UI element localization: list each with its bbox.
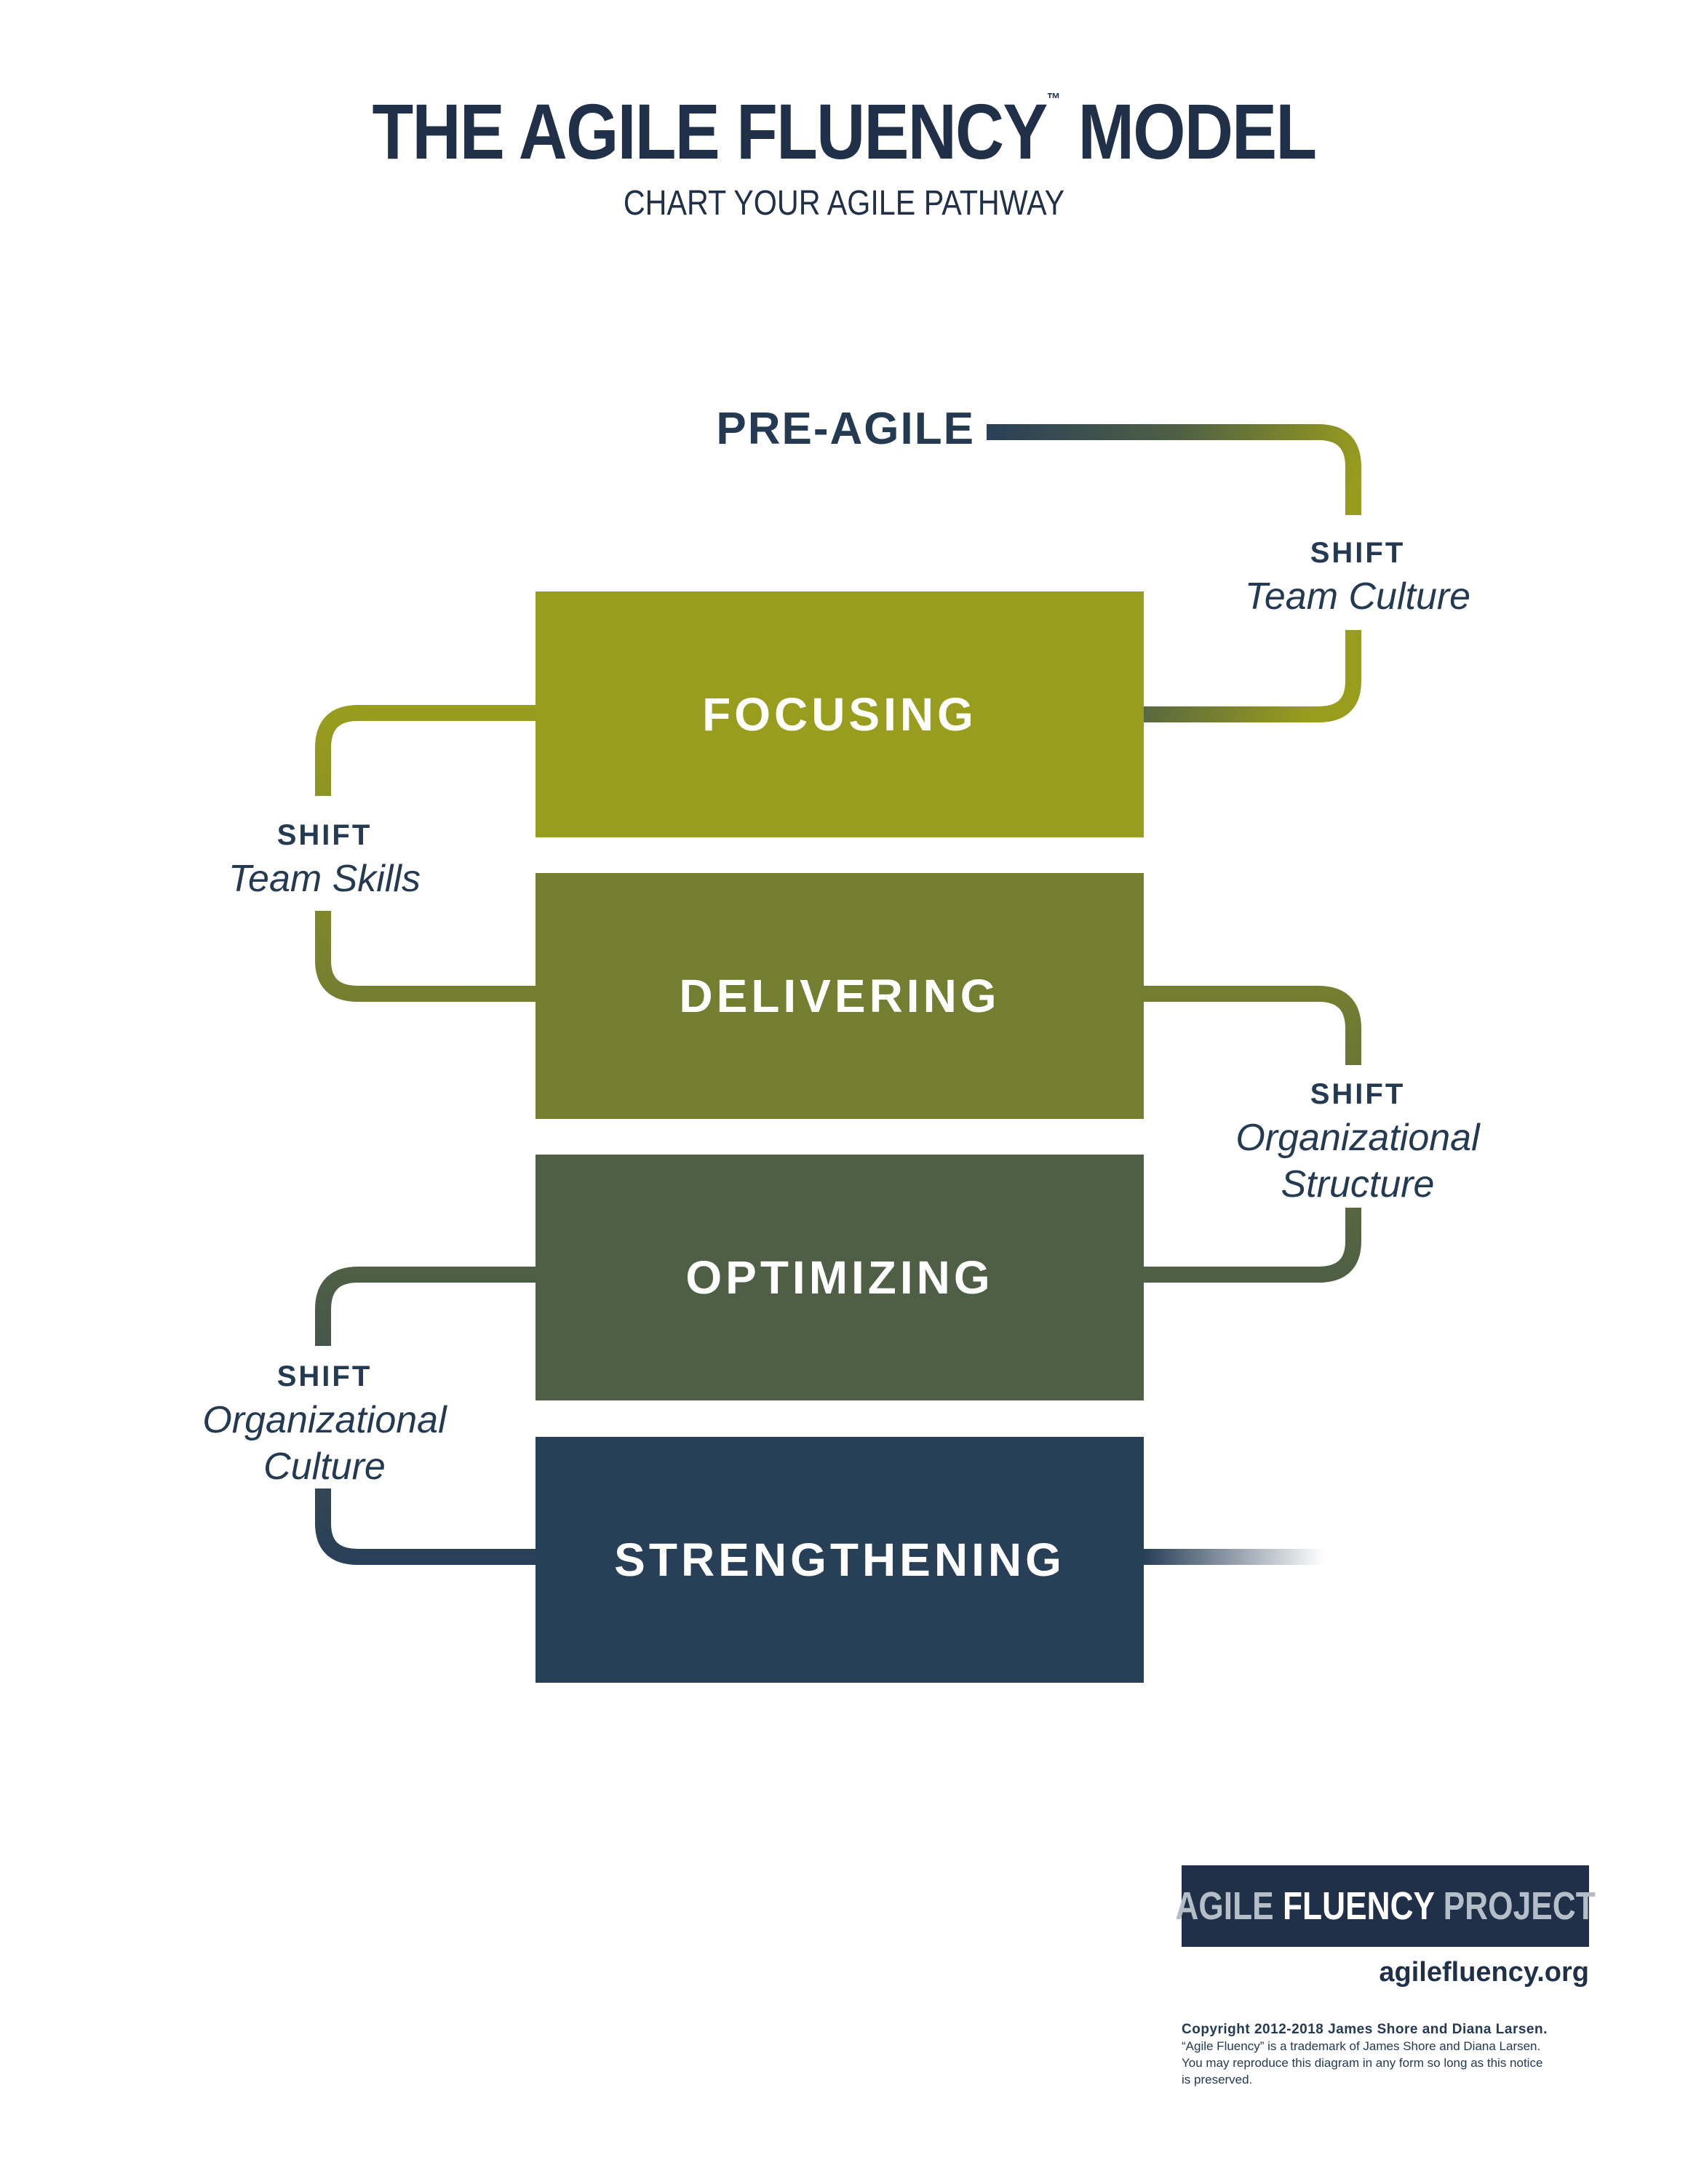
page-subtitle: CHART YOUR AGILE PATHWAY [623,184,1065,223]
copyright-line: is preserved. [1182,2073,1253,2087]
connector-focusing-to-delivering [315,705,538,1002]
shift-description: Organizational [1235,1117,1480,1159]
shift-keyword: SHIFT [276,1360,373,1392]
shift-description: Team Culture [1244,575,1471,618]
logo-word-3: PROJECT [1443,1884,1596,1928]
copyright-notice: Copyright 2012-2018 James Shore and Dian… [1182,2021,1589,2088]
shift-description: Culture [263,1446,386,1488]
title-end: MODEL [1078,87,1318,175]
agile-fluency-project-logo: AGILE FLUENCY PROJECT [1175,1865,1596,1947]
stage-optimizing: OPTIMIZING [536,1155,1144,1400]
shift-keyword: SHIFT [276,819,373,851]
copyright-line: You may reproduce this diagram in any fo… [1182,2056,1543,2070]
website-link[interactable]: agilefluency.org [1379,1957,1589,1988]
shift-keyword: SHIFT [1310,1078,1406,1110]
logo-word-2: FLUENCY [1282,1884,1435,1928]
page-title: THE AGILE FLUENCY™ MODEL [118,86,1569,177]
shift-description: Organizational [202,1399,447,1441]
stage-delivering: DELIVERING [536,873,1144,1119]
connector-delivering-to-optimizing [1144,986,1361,1283]
stage-strengthening: STRENGTHENING [536,1437,1144,1683]
logo-word-1: AGILE [1175,1884,1274,1928]
copyright-line: “Agile Fluency” is a trademark of James … [1182,2039,1541,2053]
copyright-line: Copyright 2012-2018 James Shore and Dian… [1182,2022,1548,2037]
stage-label: STRENGTHENING [614,1534,1065,1586]
stage-label: DELIVERING [679,970,1000,1022]
shift-team-skills: SHIFT Team Skills [172,815,477,902]
stage-label: FOCUSING [702,688,977,741]
title-text: THE AGILE FLUENCY [372,87,1048,175]
shift-organizational-culture: SHIFT Organizational Culture [172,1356,477,1490]
connector-optimizing-to-strengthening [315,1267,538,1565]
trademark-mark: ™ [1046,89,1061,108]
pre-agile-label: PRE-AGILE [716,404,975,454]
stage-label: OPTIMIZING [685,1251,994,1304]
shift-keyword: SHIFT [1310,537,1406,569]
stage-focusing: FOCUSING [536,591,1144,837]
shift-team-culture: SHIFT Team Culture [1205,533,1510,620]
shift-organizational-structure: SHIFT Organizational Structure [1205,1074,1510,1208]
shift-description: Team Skills [228,858,421,900]
connector-pre-agile-to-focusing [987,424,1361,722]
shift-description: Structure [1281,1163,1435,1205]
